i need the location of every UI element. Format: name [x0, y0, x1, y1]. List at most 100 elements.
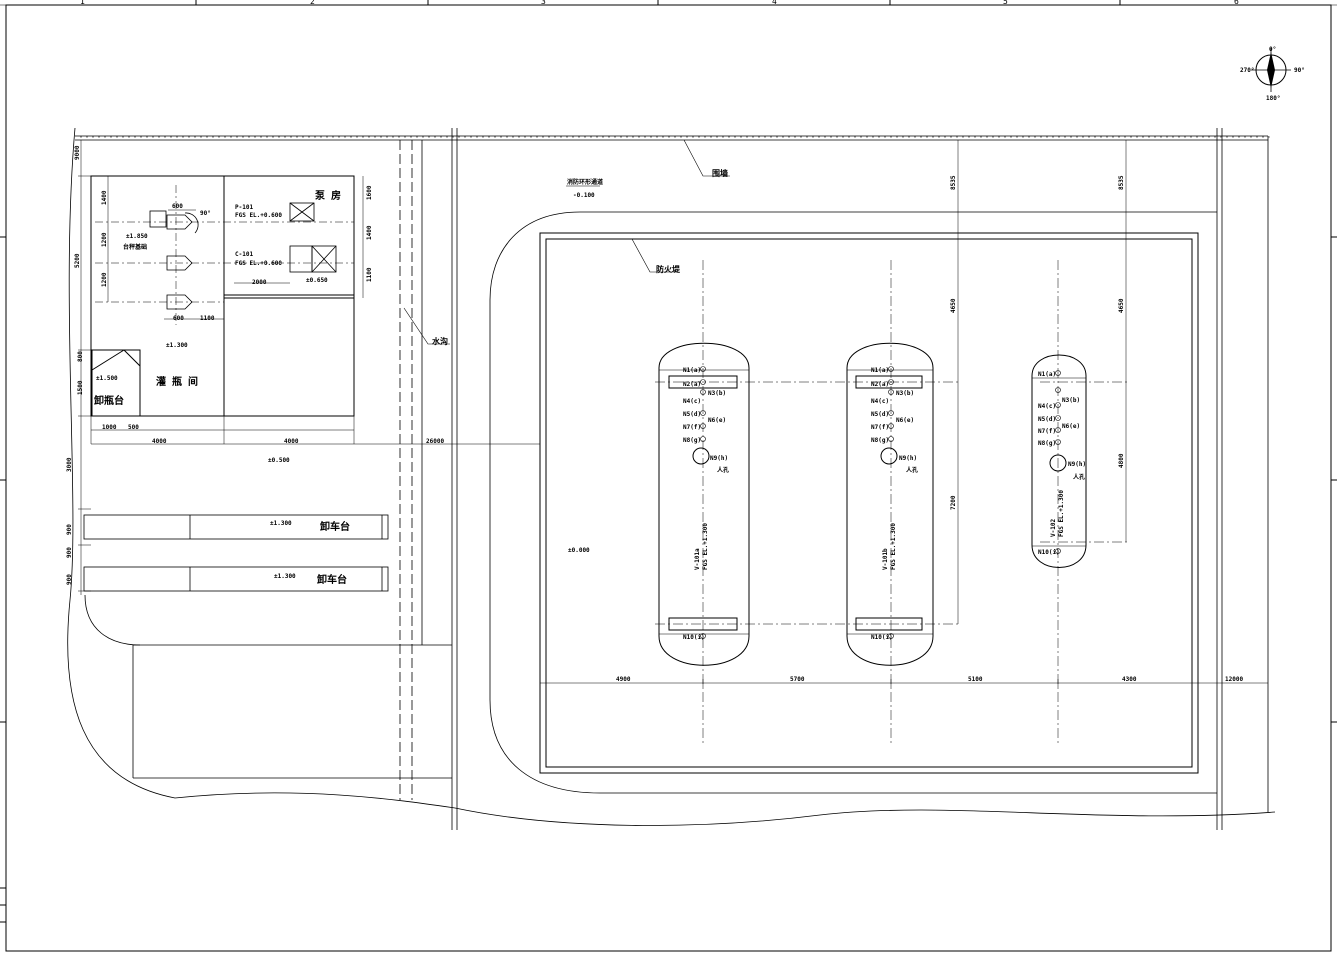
manhole-label-1: 人孔	[717, 466, 729, 474]
dim-4650b: 4650	[1118, 298, 1125, 313]
dim-900b: 900	[66, 547, 73, 558]
p101-tag: P-101	[235, 204, 253, 211]
dim-900c: 900	[66, 574, 73, 585]
grid-col-2: 2	[310, 0, 315, 6]
nozzle-n1-a: N1(a)	[683, 367, 701, 374]
truck-platform-1-label: 卸车台	[320, 520, 350, 533]
nozzle-n10-c: N10(i)	[1038, 549, 1060, 556]
dim-8535a: 8535	[950, 175, 957, 190]
dim-1500: 1500	[77, 380, 84, 395]
unloading-bottle-roof	[92, 349, 141, 416]
dim-4800: 4800	[1118, 453, 1125, 468]
dim-1200a: 1200	[101, 232, 108, 247]
nozzle-n5-a: N5(d)	[683, 411, 701, 418]
dim-1100b: 1100	[366, 267, 373, 282]
nozzle-n9-b: N9(h)	[899, 455, 917, 462]
dim-9000: 9000	[74, 145, 81, 160]
nozzle-n8-a: N8(g)	[683, 437, 701, 444]
dim-5200: 5200	[74, 253, 81, 268]
scale-label: 台秤基础	[123, 243, 147, 251]
nozzle-n5-b: N5(d)	[871, 411, 889, 418]
filling-nozzles	[149, 210, 199, 310]
pump-room-label: 泵 房	[315, 189, 341, 202]
manhole-label-2: 人孔	[906, 466, 918, 474]
tank-v101a-fgs: FGS EL.+1.300	[702, 523, 709, 570]
nozzle-n8-b: N8(g)	[871, 437, 889, 444]
dimension-lines-left	[78, 140, 540, 595]
nozzle-n4-b: N4(c)	[871, 398, 889, 405]
truck-platform-2-label: 卸车台	[317, 573, 347, 586]
fire-road-elevation: -0.100	[573, 192, 595, 199]
nozzle-n6-b: N6(e)	[896, 417, 914, 424]
nozzle-n2-b: N2(a)	[871, 381, 889, 388]
nozzle-n10-a: N10(i)	[683, 634, 705, 641]
dim-4300: 4300	[1122, 676, 1137, 683]
manhole-label-3: 人孔	[1073, 473, 1085, 481]
compass-north: 0°	[1269, 46, 1276, 53]
nozzle-n2-a: N2(a)	[683, 381, 701, 388]
nozzle-n3-a: N3(b)	[708, 390, 726, 397]
nozzle-n4-c: N4(c)	[1038, 403, 1056, 410]
tank-v102-tag: V-102	[1050, 519, 1057, 537]
roof-diagonal	[91, 349, 125, 371]
elev-pump: ±0.650	[306, 277, 328, 284]
dim-7200: 7200	[950, 495, 957, 510]
dim-3000: 3000	[66, 457, 73, 472]
tank-v101b	[846, 342, 934, 666]
nozzle-n10-b: N10(i)	[871, 634, 893, 641]
nozzle-n6-c: N6(e)	[1062, 423, 1080, 430]
elev-yard: ±0.500	[268, 457, 290, 464]
compass-south: 180°	[1266, 95, 1280, 102]
dim-26000: 26000	[426, 438, 444, 445]
dim-4000b: 4000	[284, 438, 299, 445]
dim-2000: 2000	[252, 279, 267, 286]
centerlines-left	[95, 185, 354, 325]
nozzle-n1-c: N1(a)	[1038, 371, 1056, 378]
nozzle-n1-b: N1(a)	[871, 367, 889, 374]
grid-col-3: 3	[541, 0, 546, 6]
north-arrow-icon	[1251, 48, 1291, 92]
dim-5700: 5700	[790, 676, 805, 683]
tank-centerlines	[655, 260, 1128, 745]
dim-4650a: 4650	[950, 298, 957, 313]
ditch	[399, 140, 413, 800]
dim-4900: 4900	[616, 676, 631, 683]
nozzle-n9-c: N9(h)	[1068, 461, 1086, 468]
ditch-label: 水沟	[431, 336, 448, 346]
dim-5100: 5100	[968, 676, 983, 683]
dim-12000: 12000	[1225, 676, 1243, 683]
dim-1400: 1400	[101, 190, 108, 205]
firewall-label: 防火堤	[656, 264, 681, 274]
filling-building	[90, 175, 355, 417]
grid-col-5: 5	[1003, 0, 1008, 6]
nozzle-n9-a: N9(h)	[710, 455, 728, 462]
c101-fgs: FGS EL.+0.600	[235, 260, 282, 267]
dim-1200b: 1200	[101, 272, 108, 287]
dim-1100: 1100	[200, 315, 215, 322]
tank-v101a-tag: V-101a	[694, 548, 701, 570]
tank-v102-fgs: FGS EL.+1.300	[1058, 490, 1065, 537]
site-boundary	[67, 127, 1276, 830]
grid-col-6: 6	[1234, 0, 1239, 6]
unloading-bottle-label: 卸瓶台	[94, 394, 124, 407]
leader-lines	[403, 139, 730, 345]
elev-platform-2: ±1.300	[274, 573, 296, 580]
dim-600b: 600	[173, 315, 184, 322]
dim-900a: 900	[66, 524, 73, 535]
nozzle-n3-c: N3(b)	[1062, 397, 1080, 404]
tank-v101b-fgs: FGS EL.+1.300	[890, 523, 897, 570]
nozzle-n7-a: N7(f)	[683, 424, 701, 431]
compass-west: 270°	[1240, 67, 1254, 74]
nozzle-n6-a: N6(e)	[708, 417, 726, 424]
fence-label: 围墙	[712, 168, 728, 178]
dim-90: 90°	[200, 210, 211, 217]
grid-col-4: 4	[772, 0, 777, 6]
elev-platform-1: ±1.300	[270, 520, 292, 527]
dim-1600: 1600	[366, 185, 373, 200]
elev-scale: ±1.850	[126, 233, 148, 240]
nozzle-markers	[700, 366, 1061, 639]
filling-room-label: 灌 瓶 间	[156, 375, 198, 388]
fire-road-label: 消防环形通道	[567, 178, 603, 186]
tank-v101a	[658, 342, 750, 666]
